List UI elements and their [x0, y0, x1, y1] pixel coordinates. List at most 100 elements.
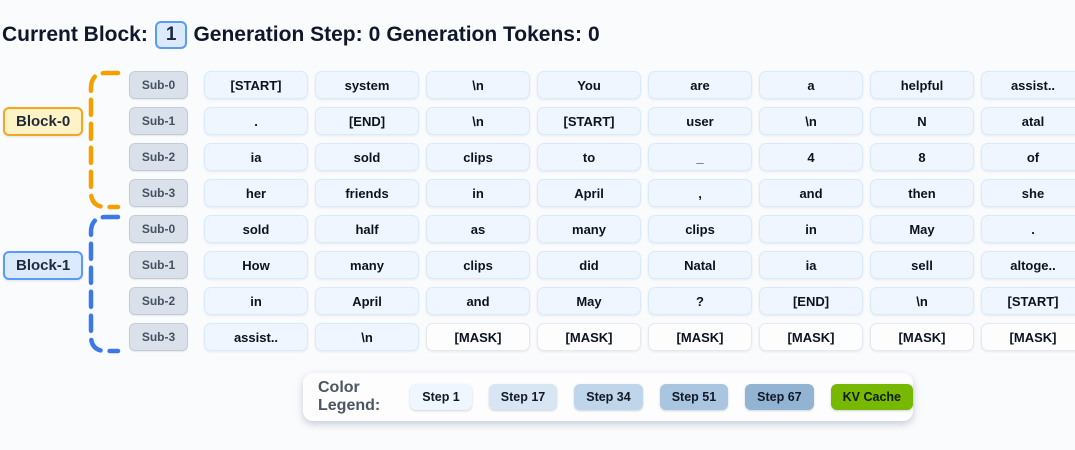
token-cell[interactable]: sold [315, 143, 419, 171]
block-bracket [88, 70, 121, 210]
legend-badge: Step 51 [659, 384, 729, 410]
token-cell[interactable]: _ [648, 143, 752, 171]
sub-block-button[interactable]: Sub-2 [129, 287, 188, 315]
token-cell[interactable]: \n [759, 107, 863, 135]
generation-tokens-value: 0 [587, 23, 600, 46]
token-cell[interactable]: April [315, 287, 419, 315]
mask-token-cell[interactable]: [MASK] [759, 323, 863, 351]
mask-token-cell[interactable]: [MASK] [537, 323, 641, 351]
token-cell[interactable]: she [981, 179, 1075, 207]
token-cell[interactable]: 4 [759, 143, 863, 171]
legend-badge: KV Cache [830, 384, 913, 410]
token-cell[interactable]: and [759, 179, 863, 207]
token-cell[interactable]: April [537, 179, 641, 207]
token-cell[interactable]: clips [648, 215, 752, 243]
legend-badge: Step 1 [410, 384, 472, 410]
sub-block-button[interactable]: Sub-1 [129, 251, 188, 279]
token-cell[interactable]: helpful [870, 71, 974, 99]
token-cell[interactable]: assist.. [981, 71, 1075, 99]
mask-token-cell[interactable]: [MASK] [648, 323, 752, 351]
token-cell[interactable]: May [537, 287, 641, 315]
token-cell[interactable]: a [759, 71, 863, 99]
token-cell[interactable]: [START] [537, 107, 641, 135]
token-cell[interactable]: are [648, 71, 752, 99]
token-cell[interactable]: \n [870, 287, 974, 315]
token-cell[interactable]: altoge.. [981, 251, 1075, 279]
token-cell[interactable]: half [315, 215, 419, 243]
token-cell[interactable]: system [315, 71, 419, 99]
token-cell[interactable]: her [204, 179, 308, 207]
token-cell[interactable]: of [981, 143, 1075, 171]
token-cell[interactable]: sell [870, 251, 974, 279]
token-cell[interactable]: clips [426, 143, 530, 171]
sub-block-button[interactable]: Sub-0 [129, 71, 188, 99]
mask-token-cell[interactable]: [MASK] [870, 323, 974, 351]
token-cell[interactable]: \n [315, 323, 419, 351]
token-cell[interactable]: in [426, 179, 530, 207]
token-cell[interactable]: and [426, 287, 530, 315]
token-cell[interactable]: in [204, 287, 308, 315]
token-cell[interactable]: did [537, 251, 641, 279]
token-cell[interactable]: clips [426, 251, 530, 279]
current-block-value: 1 [154, 21, 188, 49]
token-cell[interactable]: [END] [759, 287, 863, 315]
sub-block-button[interactable]: Sub-3 [129, 179, 188, 207]
token-cell[interactable]: May [870, 215, 974, 243]
token-cell[interactable]: assist.. [204, 323, 308, 351]
token-cell[interactable]: user [648, 107, 752, 135]
token-cell[interactable]: [START] [204, 71, 308, 99]
token-cell[interactable]: friends [315, 179, 419, 207]
block-label[interactable]: Block-0 [3, 107, 84, 136]
generation-step-label: Generation Step: [193, 23, 363, 46]
sub-block-button[interactable]: Sub-3 [129, 323, 188, 351]
block-bracket [88, 214, 121, 354]
mask-token-cell[interactable]: [MASK] [981, 323, 1075, 351]
token-cell[interactable]: then [870, 179, 974, 207]
token-cell[interactable]: in [759, 215, 863, 243]
sub-block-button[interactable]: Sub-1 [129, 107, 188, 135]
mask-token-cell[interactable]: [MASK] [426, 323, 530, 351]
token-cell[interactable]: \n [426, 107, 530, 135]
token-cell[interactable]: How [204, 251, 308, 279]
token-cell[interactable]: . [981, 215, 1075, 243]
token-cell[interactable]: . [204, 107, 308, 135]
token-cell[interactable]: atal [981, 107, 1075, 135]
color-legend-title: Color Legend: [318, 379, 381, 414]
sub-block-button[interactable]: Sub-2 [129, 143, 188, 171]
token-cell[interactable]: Natal [648, 251, 752, 279]
token-cell[interactable]: ia [759, 251, 863, 279]
token-cell[interactable]: ia [204, 143, 308, 171]
token-cell[interactable]: many [537, 215, 641, 243]
token-cell[interactable]: sold [204, 215, 308, 243]
block-label[interactable]: Block-1 [3, 251, 84, 280]
current-block-label: Current Block: [2, 23, 148, 46]
token-cell[interactable]: , [648, 179, 752, 207]
token-cell[interactable]: many [315, 251, 419, 279]
token-cell[interactable]: N [870, 107, 974, 135]
token-cell[interactable]: You [537, 71, 641, 99]
legend-badge: Step 67 [745, 384, 814, 410]
legend-badge: Step 34 [574, 384, 643, 410]
sub-block-button[interactable]: Sub-0 [129, 215, 188, 243]
token-cell[interactable]: \n [426, 71, 530, 99]
token-cell[interactable]: as [426, 215, 530, 243]
token-cell[interactable]: to [537, 143, 641, 171]
token-cell[interactable]: [END] [315, 107, 419, 135]
generation-step-value: 0 [368, 23, 381, 46]
token-cell[interactable]: 8 [870, 143, 974, 171]
token-cell[interactable]: [START] [981, 287, 1075, 315]
token-cells: assist..\n[MASK][MASK][MASK][MASK][MASK]… [204, 323, 1075, 351]
token-cell[interactable]: ? [648, 287, 752, 315]
